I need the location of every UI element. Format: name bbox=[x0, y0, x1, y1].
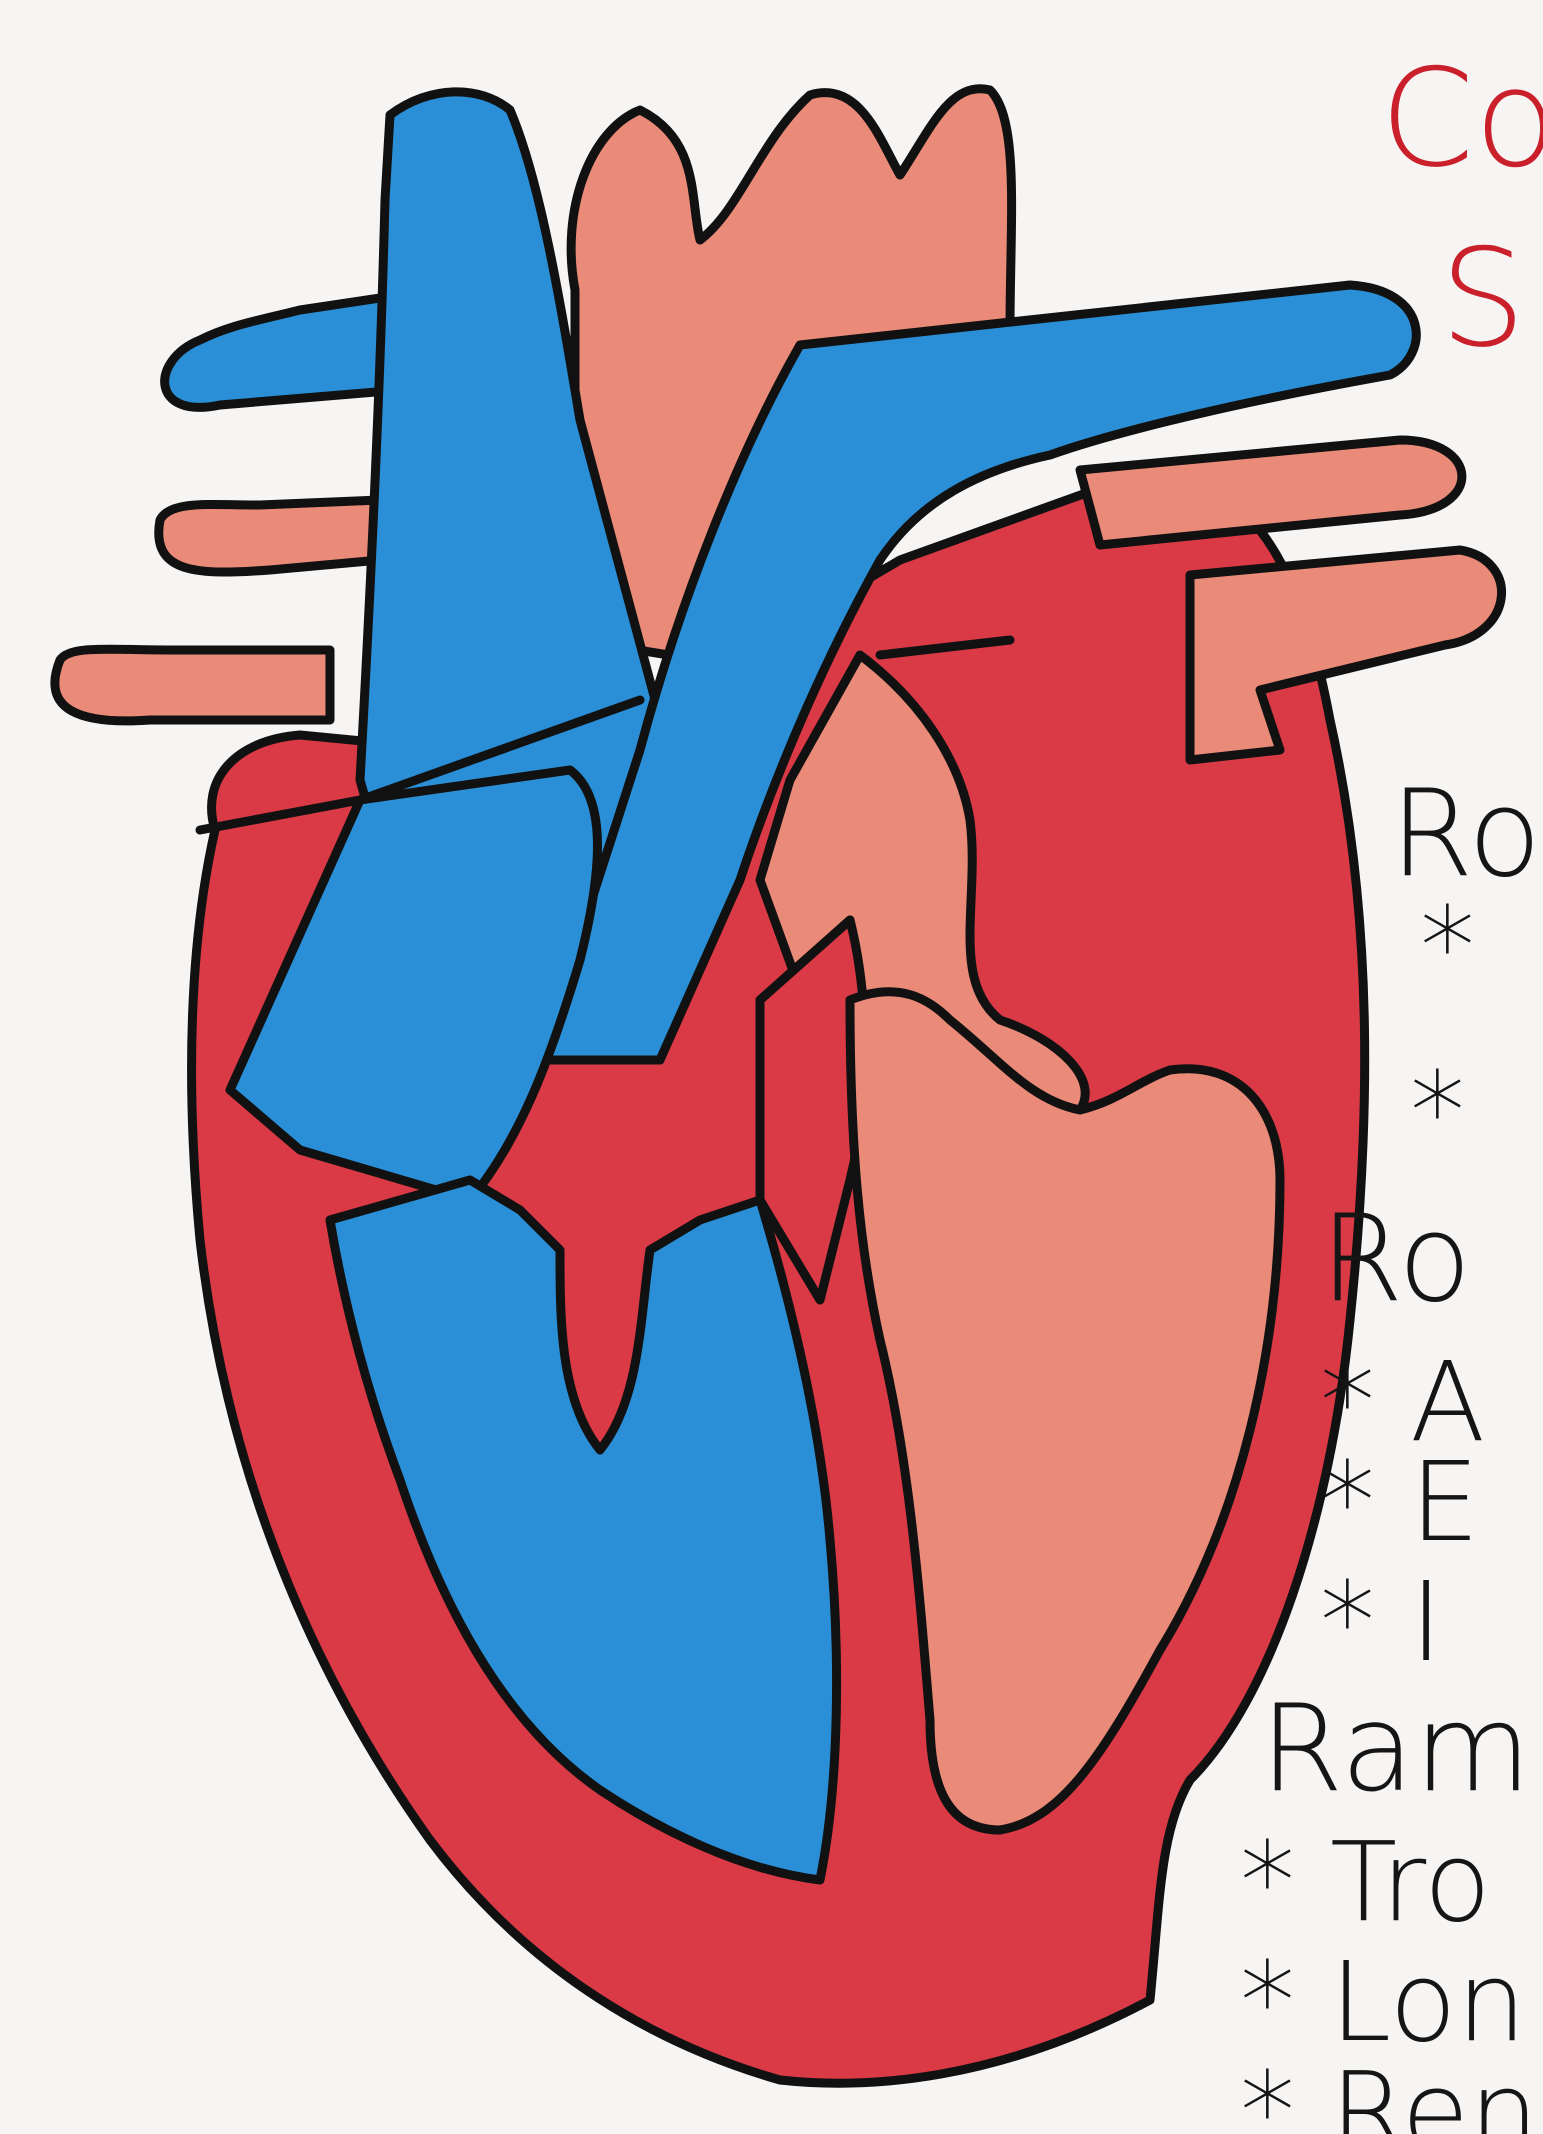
pulmonary-vein-upper-left bbox=[159, 500, 380, 572]
note-line-10: * Lon bbox=[1240, 1938, 1526, 2066]
note-line-8: Ram bbox=[1260, 1680, 1531, 1819]
note-line-7: * I bbox=[1320, 1558, 1442, 1686]
title-line-1: Co bbox=[1380, 40, 1543, 197]
note-line-11: * Ren bbox=[1240, 2048, 1539, 2134]
note-line-4: Ro bbox=[1320, 1190, 1471, 1329]
pulmonary-vein-lower-right bbox=[1190, 550, 1502, 760]
title-line-2: S bbox=[1440, 220, 1526, 377]
pulmonary-vein-upper-right bbox=[1080, 440, 1462, 545]
note-line-9: * Tro bbox=[1240, 1818, 1491, 1946]
pulmonary-vein-lower-left bbox=[55, 649, 330, 721]
note-line-2: * bbox=[1420, 883, 1475, 1011]
note-line-6: * E bbox=[1320, 1438, 1479, 1566]
blue-branch-left bbox=[165, 295, 400, 407]
note-line-3: * bbox=[1410, 1048, 1465, 1176]
